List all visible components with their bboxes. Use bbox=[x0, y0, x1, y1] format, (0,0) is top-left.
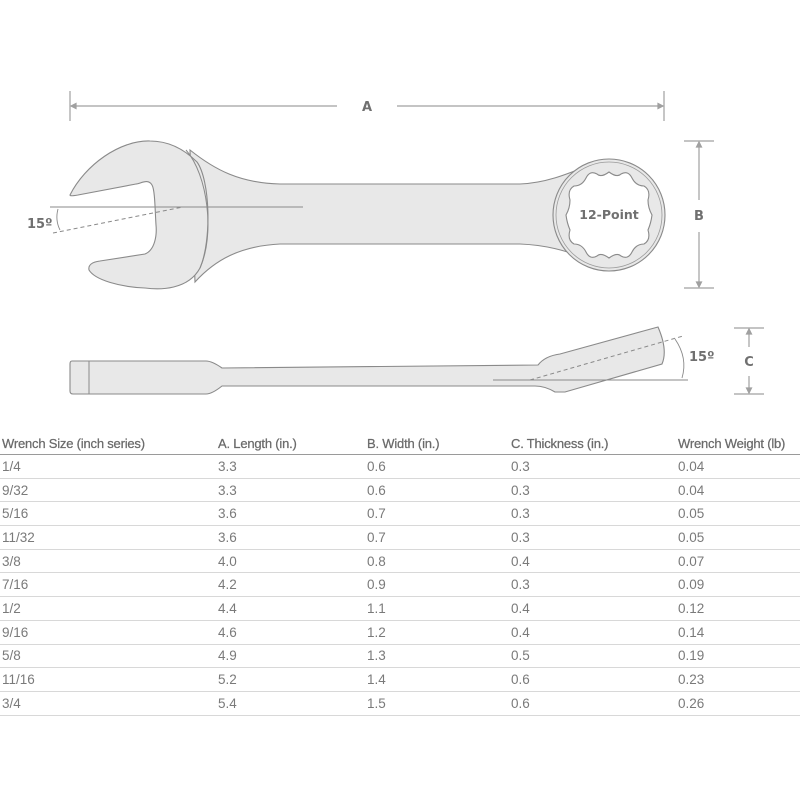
cell-thickness: 0.3 bbox=[509, 501, 676, 527]
cell-width: 0.6 bbox=[365, 478, 509, 503]
table-row: 7/16 4.2 0.9 0.3 0.09 bbox=[0, 572, 800, 598]
cell-length: 4.9 bbox=[216, 644, 365, 669]
cell-thickness: 0.4 bbox=[509, 549, 676, 574]
box-end-type-label: 12-Point bbox=[579, 207, 639, 222]
header-thickness: C. Thickness (in.) bbox=[509, 432, 676, 455]
cell-weight: 0.07 bbox=[676, 549, 800, 574]
header-width: B. Width (in.) bbox=[365, 432, 509, 455]
dimension-c-label: C bbox=[744, 355, 754, 370]
cell-thickness: 0.6 bbox=[509, 691, 676, 716]
dimension-b-label: B bbox=[694, 209, 704, 224]
cell-size: 11/16 bbox=[0, 667, 216, 692]
cell-width: 0.9 bbox=[365, 572, 509, 598]
cell-weight: 0.05 bbox=[676, 525, 800, 550]
header-weight: Wrench Weight (lb) bbox=[676, 432, 800, 455]
table-row: 11/16 5.2 1.4 0.6 0.23 bbox=[0, 667, 800, 692]
cell-thickness: 0.6 bbox=[509, 667, 676, 692]
cell-width: 1.5 bbox=[365, 691, 509, 716]
cell-size: 3/8 bbox=[0, 549, 216, 574]
cell-length: 5.4 bbox=[216, 691, 365, 716]
table-header-row: Wrench Size (inch series) A. Length (in.… bbox=[0, 432, 800, 455]
open-end-angle-label: 15º bbox=[27, 217, 52, 232]
cell-size: 5/8 bbox=[0, 644, 216, 669]
cell-weight: 0.05 bbox=[676, 501, 800, 527]
cell-size: 1/4 bbox=[0, 454, 216, 479]
header-wrench-size: Wrench Size (inch series) bbox=[0, 432, 216, 455]
table-row: 11/32 3.6 0.7 0.3 0.05 bbox=[0, 525, 800, 550]
cell-size: 9/16 bbox=[0, 620, 216, 645]
cell-weight: 0.14 bbox=[676, 620, 800, 645]
cell-width: 0.7 bbox=[365, 525, 509, 550]
dimension-b bbox=[684, 140, 714, 289]
cell-weight: 0.12 bbox=[676, 596, 800, 621]
wrench-side-view bbox=[69, 326, 688, 395]
cell-width: 1.1 bbox=[365, 596, 509, 621]
table-row: 3/8 4.0 0.8 0.4 0.07 bbox=[0, 549, 800, 574]
cell-weight: 0.19 bbox=[676, 644, 800, 669]
cell-length: 4.6 bbox=[216, 620, 365, 645]
cell-thickness: 0.3 bbox=[509, 478, 676, 503]
cell-length: 3.3 bbox=[216, 454, 365, 479]
wrench-dimension-diagram: A 15º 12-Point bbox=[27, 91, 764, 395]
cell-length: 4.4 bbox=[216, 596, 365, 621]
offset-angle-label: 15º bbox=[689, 350, 714, 365]
table-row: 9/32 3.3 0.6 0.3 0.04 bbox=[0, 478, 800, 503]
twelve-point-opening bbox=[565, 171, 653, 259]
cell-size: 3/4 bbox=[0, 691, 216, 716]
cell-size: 5/16 bbox=[0, 501, 216, 527]
cell-length: 3.6 bbox=[216, 501, 365, 527]
cell-size: 7/16 bbox=[0, 572, 216, 598]
cell-thickness: 0.4 bbox=[509, 620, 676, 645]
cell-weight: 0.04 bbox=[676, 454, 800, 479]
cell-length: 4.0 bbox=[216, 549, 365, 574]
cell-width: 0.7 bbox=[365, 501, 509, 527]
cell-size: 1/2 bbox=[0, 596, 216, 621]
cell-length: 4.2 bbox=[216, 572, 365, 598]
cell-size: 9/32 bbox=[0, 478, 216, 503]
table-row: 1/2 4.4 1.1 0.4 0.12 bbox=[0, 596, 800, 621]
table-row: 5/8 4.9 1.3 0.5 0.19 bbox=[0, 644, 800, 669]
wrench-spec-table: Wrench Size (inch series) A. Length (in.… bbox=[0, 432, 800, 716]
cell-thickness: 0.3 bbox=[509, 572, 676, 598]
table-row: 9/16 4.6 1.2 0.4 0.14 bbox=[0, 620, 800, 645]
cell-length: 3.3 bbox=[216, 478, 365, 503]
table-row: 5/16 3.6 0.7 0.3 0.05 bbox=[0, 501, 800, 527]
header-length: A. Length (in.) bbox=[216, 432, 365, 455]
dimension-a-label: A bbox=[362, 100, 372, 115]
cell-width: 1.3 bbox=[365, 644, 509, 669]
cell-size: 11/32 bbox=[0, 525, 216, 550]
table-row: 3/4 5.4 1.5 0.6 0.26 bbox=[0, 691, 800, 716]
wrench-top-view bbox=[50, 140, 666, 290]
cell-thickness: 0.3 bbox=[509, 454, 676, 479]
dimension-a bbox=[69, 91, 665, 121]
cell-width: 1.2 bbox=[365, 620, 509, 645]
cell-weight: 0.09 bbox=[676, 572, 800, 598]
cell-weight: 0.04 bbox=[676, 478, 800, 503]
cell-width: 1.4 bbox=[365, 667, 509, 692]
table-row: 1/4 3.3 0.6 0.3 0.04 bbox=[0, 454, 800, 479]
cell-length: 5.2 bbox=[216, 667, 365, 692]
cell-weight: 0.23 bbox=[676, 667, 800, 692]
dimension-c bbox=[734, 327, 764, 395]
cell-thickness: 0.4 bbox=[509, 596, 676, 621]
cell-width: 0.6 bbox=[365, 454, 509, 479]
cell-length: 3.6 bbox=[216, 525, 365, 550]
cell-weight: 0.26 bbox=[676, 691, 800, 716]
cell-thickness: 0.5 bbox=[509, 644, 676, 669]
cell-width: 0.8 bbox=[365, 549, 509, 574]
cell-thickness: 0.3 bbox=[509, 525, 676, 550]
